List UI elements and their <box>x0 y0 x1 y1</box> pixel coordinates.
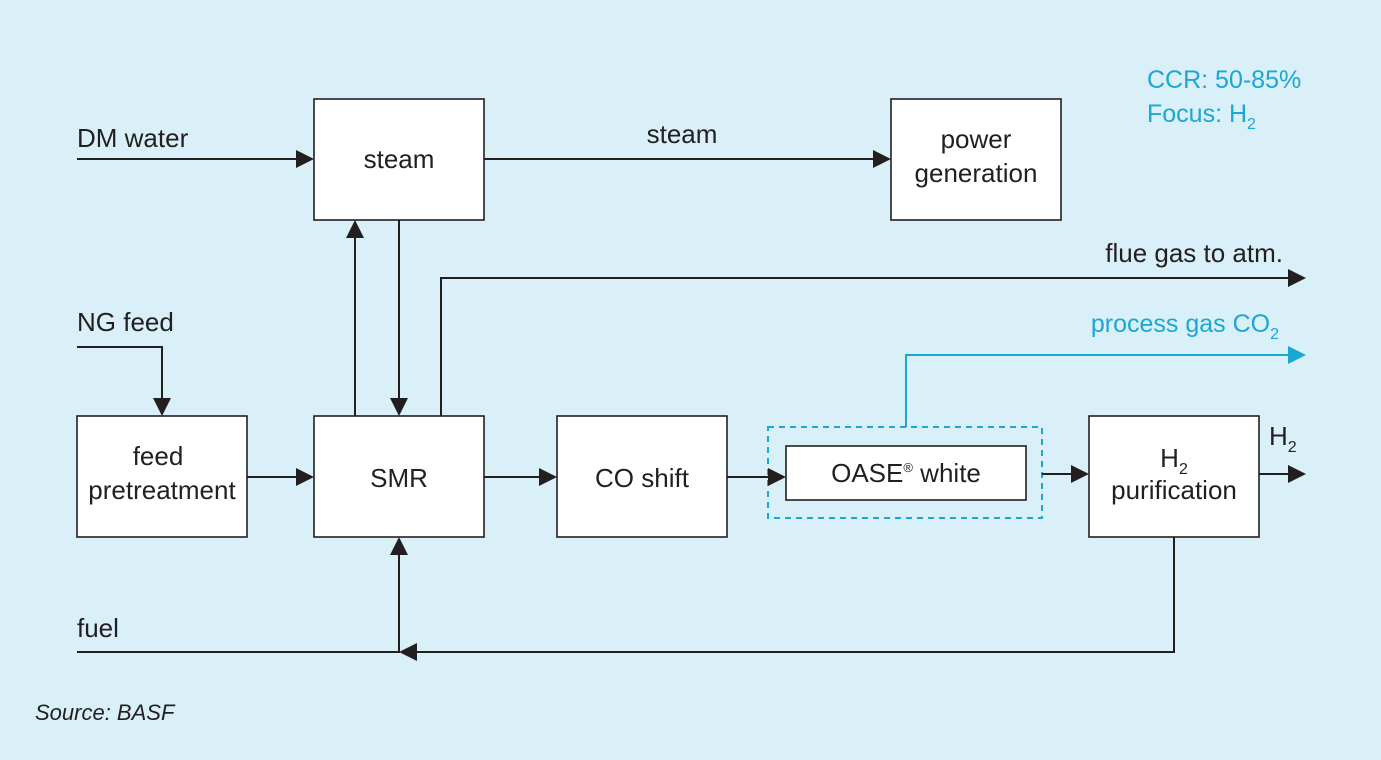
feed-label-line2: pretreatment <box>88 475 236 505</box>
co-shift-box: CO shift <box>556 415 728 538</box>
feed-label-line1: feed <box>133 441 184 471</box>
process-gas-label: process gas CO2 <box>1091 310 1279 343</box>
oase-white-box: OASE® white <box>767 426 1043 519</box>
steam-to-smr-arrow <box>390 220 408 416</box>
smr-to-steam-arrow <box>346 220 364 416</box>
ccr-annotation: CCR: 50-85% <box>1147 66 1301 94</box>
ng-feed-label: NG feed <box>77 307 174 337</box>
feed-pretreatment-box: feed pretreatment <box>76 415 248 538</box>
h2-output-label: H2 <box>1269 421 1297 456</box>
dm-water-stream: DM water <box>77 123 314 168</box>
fuel-stream: fuel <box>77 537 408 653</box>
steam-box-label: steam <box>364 144 435 174</box>
oase-to-h2-arrow <box>1042 465 1089 483</box>
h2-label-line2: purification <box>1111 475 1237 505</box>
co-shift-label: CO shift <box>595 463 690 493</box>
ng-feed-stream: NG feed <box>77 307 174 416</box>
steam-stream: steam <box>484 119 891 168</box>
flue-gas-label: flue gas to atm. <box>1105 238 1283 268</box>
smr-to-co-shift-arrow <box>484 468 557 486</box>
h2-output-stream: H2 <box>1259 421 1306 483</box>
flue-gas-stream: flue gas to atm. <box>440 238 1306 416</box>
focus-annotation: Focus: H2 <box>1147 100 1256 133</box>
smr-box: SMR <box>313 415 485 538</box>
co-shift-to-oase-arrow <box>727 468 786 486</box>
h2-purification-box: H2 purification <box>1088 415 1260 538</box>
process-gas-co2-stream: process gas CO2 <box>905 310 1306 427</box>
h2-label-line1: H2 <box>1160 443 1188 478</box>
power-label-line1: power <box>941 124 1012 154</box>
pretreatment-to-smr-arrow <box>247 468 314 486</box>
dm-water-label: DM water <box>77 123 189 153</box>
power-label-line2: generation <box>915 158 1038 188</box>
source-caption: Source: BASF <box>35 700 176 725</box>
smr-label: SMR <box>370 463 428 493</box>
fuel-label: fuel <box>77 613 119 643</box>
recycle-to-fuel-stream <box>399 537 1175 661</box>
oase-label: OASE® white <box>831 458 981 488</box>
power-generation-box: power generation <box>890 98 1062 221</box>
steam-box: steam <box>313 98 485 221</box>
steam-stream-label: steam <box>647 119 718 149</box>
